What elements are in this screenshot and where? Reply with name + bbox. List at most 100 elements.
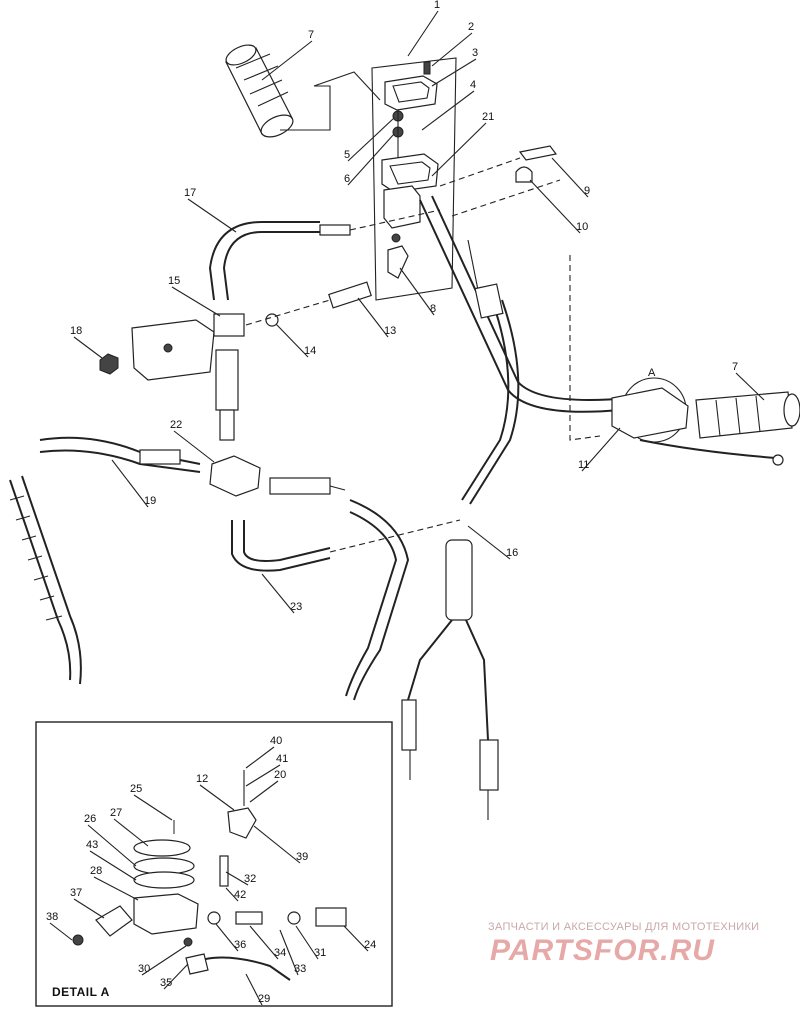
- master-cylinder: [611, 387, 689, 439]
- leader-line-32: [225, 871, 249, 886]
- leader-line-6: [347, 133, 395, 186]
- spiral-hose-left: [9, 479, 72, 681]
- callout-32: 32: [244, 873, 256, 885]
- watermark-logo: PARTSFOR.RU: [490, 934, 715, 967]
- leader-line-5: [347, 117, 395, 162]
- callout-35: 35: [160, 977, 172, 989]
- clamp-screw-2: [423, 61, 431, 75]
- clip-9: [518, 145, 558, 161]
- callout-6: 6: [344, 173, 350, 185]
- leader-line-26: [87, 824, 137, 867]
- callout-43: 43: [86, 839, 98, 851]
- throttle-body: [383, 185, 421, 229]
- leader-line-21: [431, 122, 487, 177]
- spiral-hose-right: [349, 499, 410, 701]
- callout-labels: 1234567789101113141516171819212223A40411…: [46, 0, 738, 1005]
- leader-line-20: [249, 780, 279, 803]
- brake-bracket: [131, 319, 215, 381]
- leader-line-18: [73, 336, 103, 359]
- callout-A: A: [648, 367, 656, 379]
- detail-a-box: [35, 721, 393, 1007]
- leader-line-36: [215, 923, 239, 952]
- brake-hose-17: [222, 231, 320, 301]
- detail-title: DETAIL A: [52, 985, 110, 999]
- leader-line-35: [163, 963, 189, 990]
- callout-38: 38: [46, 911, 58, 923]
- callout-27: 27: [110, 807, 122, 819]
- callout-18: 18: [70, 325, 82, 337]
- callout-22: 22: [170, 419, 182, 431]
- callout-17: 17: [184, 187, 196, 199]
- callout-34: 34: [274, 947, 286, 959]
- brake-hose-19: [39, 436, 201, 465]
- callout-29: 29: [258, 993, 270, 1005]
- clamp-plate-outline: [371, 57, 457, 301]
- leader-line-24: [343, 925, 369, 952]
- handlebar: [419, 199, 621, 413]
- leader-line-7: [735, 372, 765, 401]
- leader-line-42: [225, 887, 239, 902]
- callout-4: 4: [470, 79, 476, 91]
- callout-8: 8: [430, 303, 436, 315]
- callout-28: 28: [90, 865, 102, 877]
- junction-block-22: [209, 455, 261, 497]
- leader-line-14: [275, 323, 309, 358]
- leader-line-12: [199, 784, 235, 811]
- callout-36: 36: [234, 939, 246, 951]
- leader-line-19: [111, 459, 149, 508]
- leader-line-39: [253, 825, 301, 864]
- leader-line-38: [49, 922, 73, 941]
- callout-23: 23: [290, 601, 302, 613]
- callout-40: 40: [270, 735, 282, 747]
- leader-line-2: [431, 32, 473, 67]
- pivot-8: [387, 245, 409, 279]
- callout-16: 16: [506, 547, 518, 559]
- callout-7: 7: [732, 361, 738, 373]
- leader-line-15: [171, 286, 221, 317]
- leader-line-3: [431, 58, 477, 87]
- leader-line-25: [133, 794, 173, 821]
- washer-14: [265, 313, 279, 327]
- clamp-10: [515, 166, 533, 183]
- callout-19: 19: [144, 495, 156, 507]
- leader-line-22: [173, 430, 215, 463]
- brake-lever: [639, 439, 777, 459]
- leader-line-9: [551, 157, 589, 198]
- callout-24: 24: [364, 939, 376, 951]
- callout-1: 1: [434, 0, 440, 11]
- leader-line-13: [357, 297, 389, 338]
- callout-11: 11: [578, 459, 589, 471]
- callout-15: 15: [168, 275, 180, 287]
- callout-10: 10: [576, 221, 588, 233]
- junction-15: [213, 313, 245, 337]
- hand-grip-right: [695, 391, 800, 439]
- leader-line-27: [113, 818, 149, 847]
- leader-line-30: [141, 945, 187, 976]
- leader-line-33: [279, 929, 299, 976]
- hand-grip-left: [225, 44, 294, 138]
- watermark-tagline: ЗАПЧАСТИ И АКСЕССУАРЫ ДЛЯ МОТОТЕХНИКИ: [488, 921, 759, 933]
- callout-37: 37: [70, 887, 82, 899]
- callout-7: 7: [308, 29, 314, 41]
- callout-26: 26: [84, 813, 96, 825]
- leader-line-7: [261, 40, 313, 81]
- callout-39: 39: [296, 851, 308, 863]
- callout-21: 21: [482, 111, 494, 123]
- detail-parts: [72, 770, 347, 981]
- callout-12: 12: [196, 773, 208, 785]
- leader-line-23: [261, 573, 295, 614]
- callout-5: 5: [344, 149, 350, 161]
- callout-25: 25: [130, 783, 142, 795]
- leader-line-11: [581, 427, 621, 472]
- leader-line-41: [245, 764, 281, 787]
- leader-line-10: [529, 179, 581, 234]
- leader-line-29: [245, 973, 263, 1006]
- leader-line-4: [421, 90, 475, 131]
- bolt-13: [328, 281, 372, 309]
- leader-line-43: [89, 850, 137, 881]
- callout-41: 41: [276, 753, 288, 765]
- leader-lines: [49, 10, 765, 1006]
- callout-9: 9: [584, 185, 590, 197]
